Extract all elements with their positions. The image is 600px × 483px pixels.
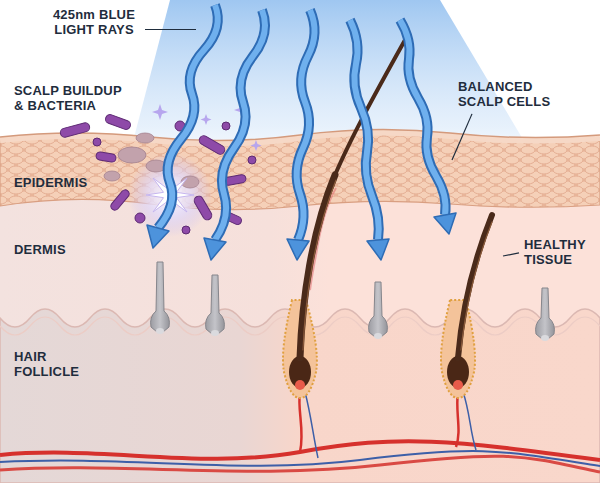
blood-vessels: [0, 392, 600, 472]
grey-follicles: [151, 262, 555, 339]
leader-line: [503, 253, 519, 256]
callout-label: DERMIS: [14, 243, 66, 258]
skin-surface: [0, 132, 600, 143]
callout-label: HEALTHY TISSUE: [524, 238, 590, 268]
leader-line: [452, 114, 472, 160]
callout-label: 425nm BLUE LIGHT RAYS: [48, 8, 140, 38]
leader-line: [145, 29, 196, 30]
callout-label: SCALP BUILDUP & BACTERIA: [14, 84, 126, 114]
light-rays: [147, 5, 456, 260]
callout-label: HAIR FOLLICLE: [14, 350, 84, 380]
healthy-glow: [310, 188, 490, 290]
callout-label: EPIDERMIS: [14, 176, 87, 191]
healthy-follicles: [283, 300, 475, 398]
callout-label: BALANCED SCALP CELLS: [458, 80, 553, 110]
follicle-papillae: [156, 328, 549, 341]
skin-surface-line: [0, 129, 600, 140]
